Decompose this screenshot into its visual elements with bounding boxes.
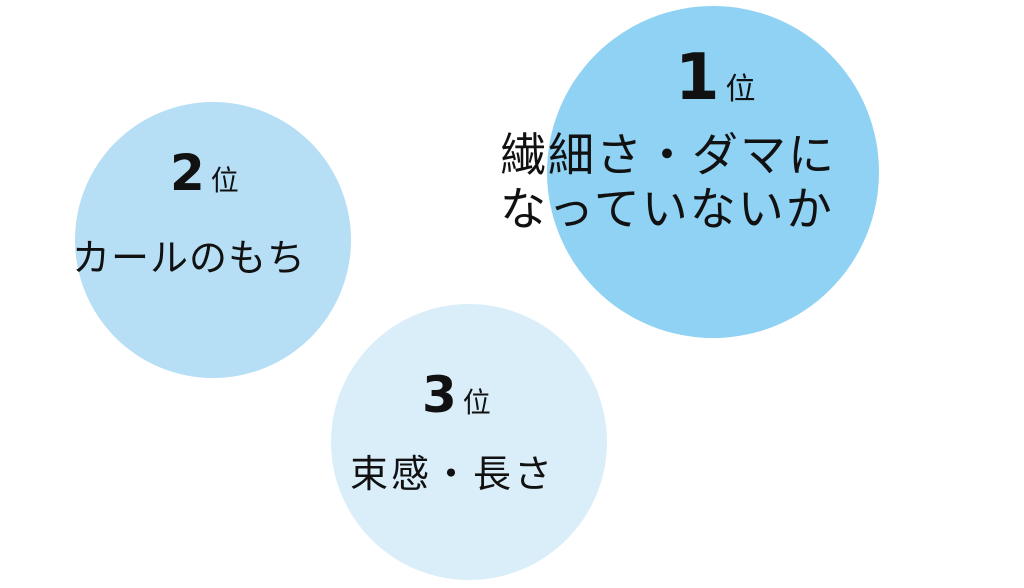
rank-1-number: 1 xyxy=(675,41,720,115)
rank-2-criterion: カールのもち xyxy=(72,236,306,281)
rank-1-criterion-line-1: 繊細さ・ダマに xyxy=(500,128,836,182)
rank-3-criterion-line-1: 束感・長さ xyxy=(350,452,556,496)
rank-3-criterion: 束感・長さ xyxy=(350,452,555,497)
rank-3-number: 3 xyxy=(422,366,457,424)
rank-3-suffix: 位 xyxy=(462,386,491,419)
rank-1-heading: 1 位 xyxy=(675,46,756,110)
rank-3-heading: 3 位 xyxy=(422,370,491,420)
rank-2-circle xyxy=(75,102,351,378)
rank-1-circle xyxy=(547,6,879,338)
rank-2-number: 2 xyxy=(170,144,205,202)
rank-2-heading: 2 位 xyxy=(170,148,239,198)
rank-3-circle xyxy=(331,304,607,580)
rank-2-suffix: 位 xyxy=(210,164,239,197)
rank-2-criterion-line-1: カールのもち xyxy=(72,236,307,280)
rank-1-criterion: 繊細さ・ダマに なっていないか xyxy=(500,128,836,237)
rank-1-suffix: 位 xyxy=(725,72,756,107)
rank-1-criterion-line-2: なっていないか xyxy=(500,182,834,237)
